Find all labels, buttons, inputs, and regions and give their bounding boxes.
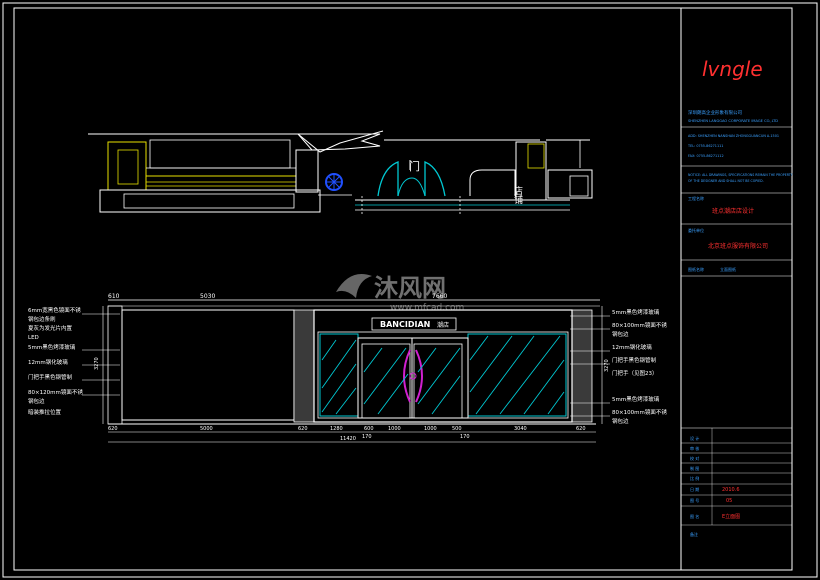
- company-name-en: SHENZHEN LANGGAO CORPORATE IMAGE CO.,LTD: [688, 119, 778, 123]
- door-swing-left: [377, 161, 399, 197]
- side-room-label: 店铺: [512, 185, 523, 205]
- right-note-9: 钢包边: [612, 417, 629, 425]
- right-note-2: 80×100mm镜面不锈: [612, 321, 667, 329]
- bottom-dim-7: 1000: [424, 426, 437, 432]
- left-note-5: 5mm黑色烤漆玻璃: [28, 343, 76, 351]
- client-name: 北京班点服饰有限公司: [708, 242, 768, 250]
- drawing-title-value: E立面图: [722, 513, 740, 520]
- bottom-dim-6: 1000: [388, 426, 401, 432]
- floor-plan: 门 店铺: [88, 130, 593, 214]
- drawing-number-value: 05: [726, 498, 732, 504]
- right-note-8: 80×100mm镜面不锈: [612, 408, 667, 416]
- row-label-6: 日 期: [690, 486, 699, 492]
- storefront-frame: [313, 309, 573, 423]
- sub-dim-2: 170: [460, 434, 470, 440]
- row-label-5: 比 例: [690, 475, 699, 481]
- right-height-dim: 3270: [604, 359, 610, 372]
- bottom-dim-1: 620: [108, 426, 118, 432]
- watermark-logo-icon: [336, 274, 372, 298]
- entrance-door: [357, 337, 469, 419]
- right-note-1: 5mm黑色烤漆玻璃: [612, 308, 660, 316]
- shop-sign-suffix: 潮店: [437, 321, 449, 329]
- title-block: lvngle 深圳朗高企业形象有限公司 SHENZHEN LANGGAO COR…: [681, 57, 793, 537]
- top-dim-3: 7660: [432, 293, 447, 300]
- shop-sign: [371, 317, 457, 331]
- bottom-dim-4: 1280: [330, 426, 343, 432]
- total-dim: 11420: [340, 436, 356, 442]
- watermark-url: www.mfcad.com: [390, 303, 464, 313]
- company-logo: lvngle: [702, 57, 763, 81]
- right-note-5: 门把手黑色钢管制: [612, 356, 657, 364]
- row-label-2: 审 核: [690, 445, 699, 451]
- project-label: 工程名称: [688, 195, 704, 201]
- left-note-8: 80×120mm镜面不锈: [28, 388, 83, 396]
- bottom-dim-3: 620: [298, 426, 308, 432]
- row-label-4: 制 图: [690, 465, 699, 471]
- project-name: 班点潮店店设计: [712, 207, 754, 215]
- glass-panel-left: [319, 333, 359, 417]
- bottom-dim-8: 500: [452, 426, 462, 432]
- right-note-6: 门把手（见图23）: [612, 369, 658, 377]
- info-line-2: TEL: 0755-86271111: [687, 144, 723, 148]
- shop-sign-text: BANCIDIAN: [380, 320, 430, 329]
- left-note-1: 6mm宽黑色镜面不锈: [28, 306, 81, 314]
- right-annotations: 5mm黑色烤漆玻璃 80×100mm镜面不锈 钢包边 12mm钢化玻璃 门把手黑…: [612, 308, 667, 425]
- right-note-7: 5mm黑色烤漆玻璃: [612, 395, 660, 403]
- drawing-value: 立面图纸: [720, 266, 736, 272]
- door-swing-right: [424, 161, 446, 197]
- watermark: 沐风网 www.mfcad.com: [336, 274, 464, 313]
- info-line-4: NOTICE: ALL DRAWINGS, SPECIFICATIONS REM…: [688, 173, 793, 177]
- info-line-5: OF THE DESIGNER AND SHALL NOT BE COPIED.: [688, 179, 764, 183]
- remark-label: 备注: [690, 531, 698, 537]
- bottom-dim-2: 5000: [200, 426, 213, 432]
- left-note-10: 暗装推拉位置: [28, 408, 62, 416]
- info-line-1: ADD: SHENZHEN NANSHAN ZHONGGUANCUN A-150…: [688, 134, 779, 138]
- date-value: 2010.6: [722, 487, 740, 493]
- right-note-3: 钢包边: [612, 330, 629, 338]
- row-label-1: 设 计: [690, 435, 699, 441]
- title-rows: 设 计 审 核 校 对 制 图 比 例 日 期 图 号 图 名: [690, 435, 699, 519]
- bottom-dim-9: 3040: [514, 426, 527, 432]
- info-line-3: FAX: 0755-86271112: [688, 154, 724, 158]
- drawing-label: 图纸名称: [688, 266, 704, 272]
- row-label-7: 图 号: [690, 497, 699, 503]
- left-note-6: 12mm钢化玻璃: [28, 358, 68, 366]
- left-height-dim: 3270: [94, 357, 100, 370]
- front-elevation: 610 5030 7660 BANCIDIAN 潮店: [94, 293, 610, 443]
- left-note-9: 钢包边: [28, 397, 45, 405]
- top-dim-1: 610: [108, 293, 120, 300]
- left-note-7: 门把手黑色钢管制: [28, 373, 73, 381]
- bottom-dim-10: 620: [576, 426, 586, 432]
- door-mark-label: 门: [409, 159, 420, 173]
- row-label-8: 图 名: [690, 513, 699, 519]
- door-handle-icon: [403, 349, 411, 403]
- watermark-brand: 沐风网: [374, 274, 446, 302]
- left-annotations: 6mm宽黑色镜面不锈 钢包边条刷 夏灰为发光片内置 LED 5mm黑色烤漆玻璃 …: [28, 306, 83, 416]
- left-note-3: 夏灰为发光片内置: [28, 324, 73, 332]
- right-note-4: 12mm钢化玻璃: [612, 343, 652, 351]
- glass-hatch: [321, 335, 565, 415]
- bottom-dim-5: 600: [364, 426, 374, 432]
- row-label-3: 校 对: [690, 455, 699, 461]
- client-label: 委托单位: [688, 227, 704, 233]
- top-dim-2: 5030: [200, 293, 215, 300]
- company-name-cn: 深圳朗高企业形象有限公司: [688, 109, 742, 116]
- sub-dim-1: 170: [362, 434, 372, 440]
- left-note-4: LED: [28, 335, 39, 341]
- inner-border: [13, 7, 793, 571]
- left-note-2: 钢包边条刷: [28, 315, 56, 323]
